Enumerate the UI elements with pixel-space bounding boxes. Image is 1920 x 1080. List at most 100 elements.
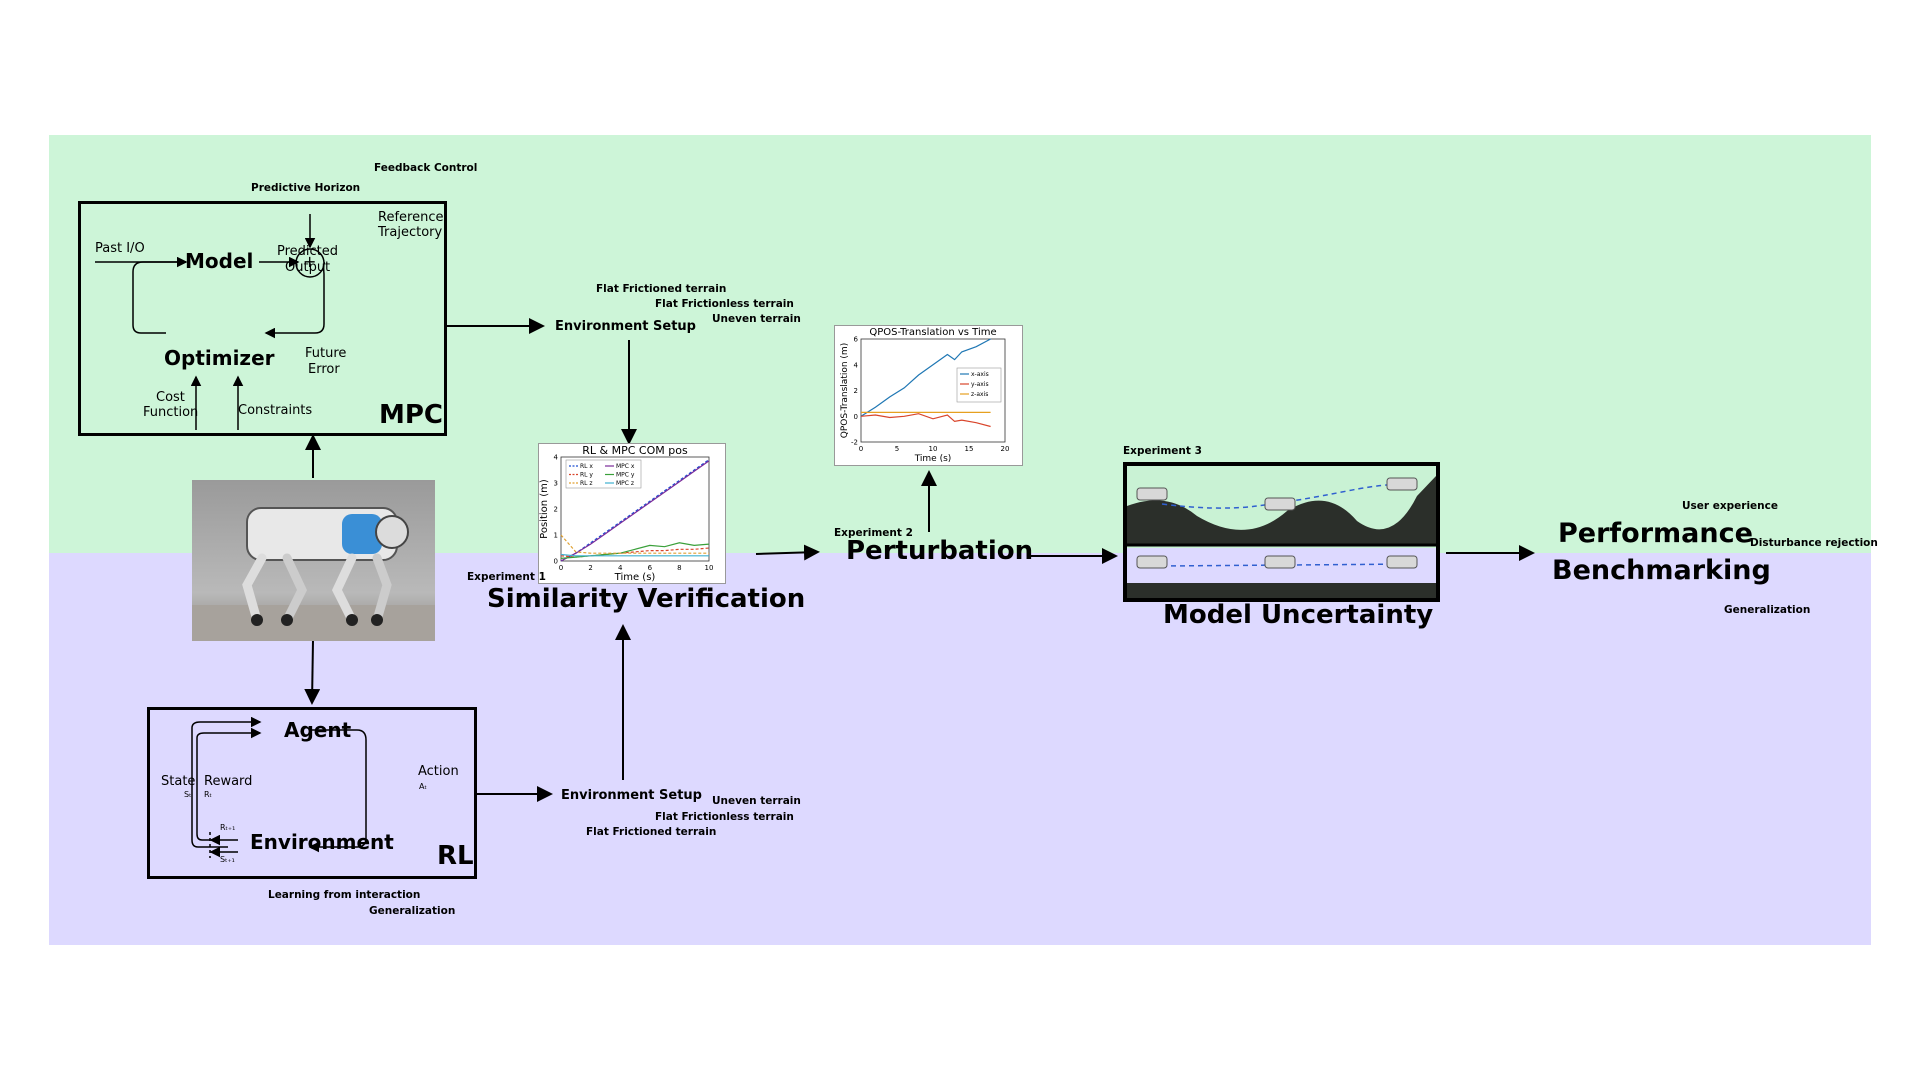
series-line — [860, 338, 991, 417]
generalization-perf-label: Generalization — [1724, 604, 1811, 616]
env-bottom-terrain-1: Uneven terrain — [712, 795, 801, 807]
performance-title-line1: Performance — [1558, 518, 1753, 549]
x-tick-label: 0 — [559, 564, 563, 572]
series-line — [560, 553, 709, 557]
state-label: State — [161, 774, 196, 789]
s-next-label: Sₜ₊₁ — [220, 855, 235, 864]
x-tick-label: 6 — [648, 564, 653, 572]
y-axis-label: QPOS-Translation (m) — [840, 343, 850, 438]
predictive-horizon-label: Predictive Horizon — [251, 182, 361, 194]
mpc-block-diagram — [95, 214, 326, 430]
agent-label: Agent — [284, 718, 352, 742]
plot-area — [860, 338, 1006, 443]
action-sub-label: Aₜ — [419, 782, 427, 791]
learning-from-interaction-label: Learning from interaction — [268, 889, 421, 901]
y-tick-label: 1 — [554, 532, 558, 540]
y-axis-label: Position (m) — [539, 479, 550, 539]
reference-label: Reference — [378, 210, 444, 225]
legend-entry: z-axis — [971, 391, 988, 398]
model-label: Model — [185, 249, 254, 273]
rl-block-diagram — [191, 716, 367, 858]
legend-entry: MPC y — [616, 472, 635, 479]
legend-entry: RL x — [580, 463, 593, 470]
terrain-drawing — [1127, 476, 1436, 598]
reward-label: Reward — [204, 774, 253, 789]
model-uncertainty-image — [1123, 462, 1440, 602]
arrow-similarity-to-perturbation — [755, 544, 820, 561]
x-tick-label: 0 — [859, 445, 863, 453]
legend-entry: y-axis — [971, 381, 989, 388]
legend-entry: x-axis — [971, 371, 989, 378]
function-label: Function — [143, 405, 199, 420]
environment-label: Environment — [250, 830, 394, 854]
cost-label: Cost — [156, 390, 185, 405]
past-io-label: Past I/O — [95, 241, 145, 256]
legend-entry: MPC z — [616, 480, 634, 487]
experiment1-tag: Experiment 1 — [467, 571, 546, 583]
sum-symbol: + — [303, 252, 317, 271]
y-tick-label: 2 — [854, 387, 858, 395]
predicted-label: Predicted — [277, 244, 339, 259]
y-tick-label: 4 — [554, 454, 559, 462]
y-tick-label: 0 — [854, 413, 858, 421]
model-uncertainty-title: Model Uncertainty — [1163, 600, 1434, 630]
x-tick-label: 2 — [588, 564, 592, 572]
legend-entry: RL z — [580, 480, 593, 487]
env-top-terrain-1: Flat Frictioned terrain — [596, 283, 727, 295]
performance-title-line2: Benchmarking — [1552, 555, 1771, 586]
plot-area — [560, 456, 710, 562]
legend-box — [565, 459, 642, 489]
y-tick-label: 0 — [554, 558, 558, 566]
x-axis-label: Time (s) — [614, 572, 656, 583]
x-tick-label: 15 — [965, 445, 974, 453]
action-label: Action — [418, 764, 459, 779]
state-sub-label: Sₜ — [184, 790, 192, 799]
env-bottom-terrain-2: Flat Frictionless terrain — [655, 811, 794, 823]
env-bottom-terrain-3: Flat Frictioned terrain — [586, 826, 717, 838]
series-line — [560, 460, 710, 562]
series-line — [860, 413, 991, 428]
x-tick-label: 4 — [618, 564, 623, 572]
series-line — [560, 534, 709, 554]
x-tick-label: 10 — [929, 445, 938, 453]
chart-title: QPOS-Translation vs Time — [869, 327, 996, 338]
robot-dog-image — [192, 480, 435, 641]
feedback-control-label: Feedback Control — [374, 162, 478, 174]
output-label: Output — [285, 260, 331, 275]
future-label: Future — [305, 346, 347, 361]
rl-box: Agent Environment State Sₜ Reward Rₜ Act… — [147, 707, 477, 879]
x-axis-label: Time (s) — [914, 454, 952, 464]
env-top-terrain-2: Flat Frictionless terrain — [655, 298, 794, 310]
env-setup-bottom-label: Environment Setup — [561, 788, 702, 803]
x-tick-label: 20 — [1001, 445, 1010, 453]
legend-entry: RL y — [580, 472, 593, 479]
trajectory-label: Trajectory — [378, 225, 443, 240]
chart-title: RL & MPC COM pos — [582, 444, 688, 457]
rl-title: RL — [437, 841, 474, 871]
error-label: Error — [308, 362, 340, 377]
y-tick-label: 4 — [854, 361, 859, 369]
x-tick-label: 10 — [705, 564, 714, 572]
env-setup-top-label: Environment Setup — [555, 319, 696, 334]
x-tick-label: 5 — [895, 445, 899, 453]
experiment3-tag: Experiment 3 — [1123, 445, 1202, 457]
arrow-robot-to-rl — [304, 639, 321, 705]
constraints-label: Constraints — [238, 403, 313, 418]
reward-sub-label: Rₜ — [204, 790, 212, 799]
rl-generalization-label: Generalization — [369, 905, 456, 917]
experiment2-tag: Experiment 2 — [834, 527, 913, 539]
y-tick-label: 3 — [554, 480, 558, 488]
robot-dog-drawing — [192, 507, 435, 641]
y-tick-label: 6 — [854, 336, 859, 344]
user-experience-label: User experience — [1682, 500, 1778, 512]
r-next-label: Rₜ₊₁ — [220, 823, 236, 832]
mpc-title: MPC — [379, 400, 444, 430]
mpc-box: + Past I/O Model Predicted Output Refere… — [78, 201, 447, 436]
similarity-verification-title: Similarity Verification — [487, 584, 806, 614]
env-top-terrain-3: Uneven terrain — [712, 313, 801, 325]
